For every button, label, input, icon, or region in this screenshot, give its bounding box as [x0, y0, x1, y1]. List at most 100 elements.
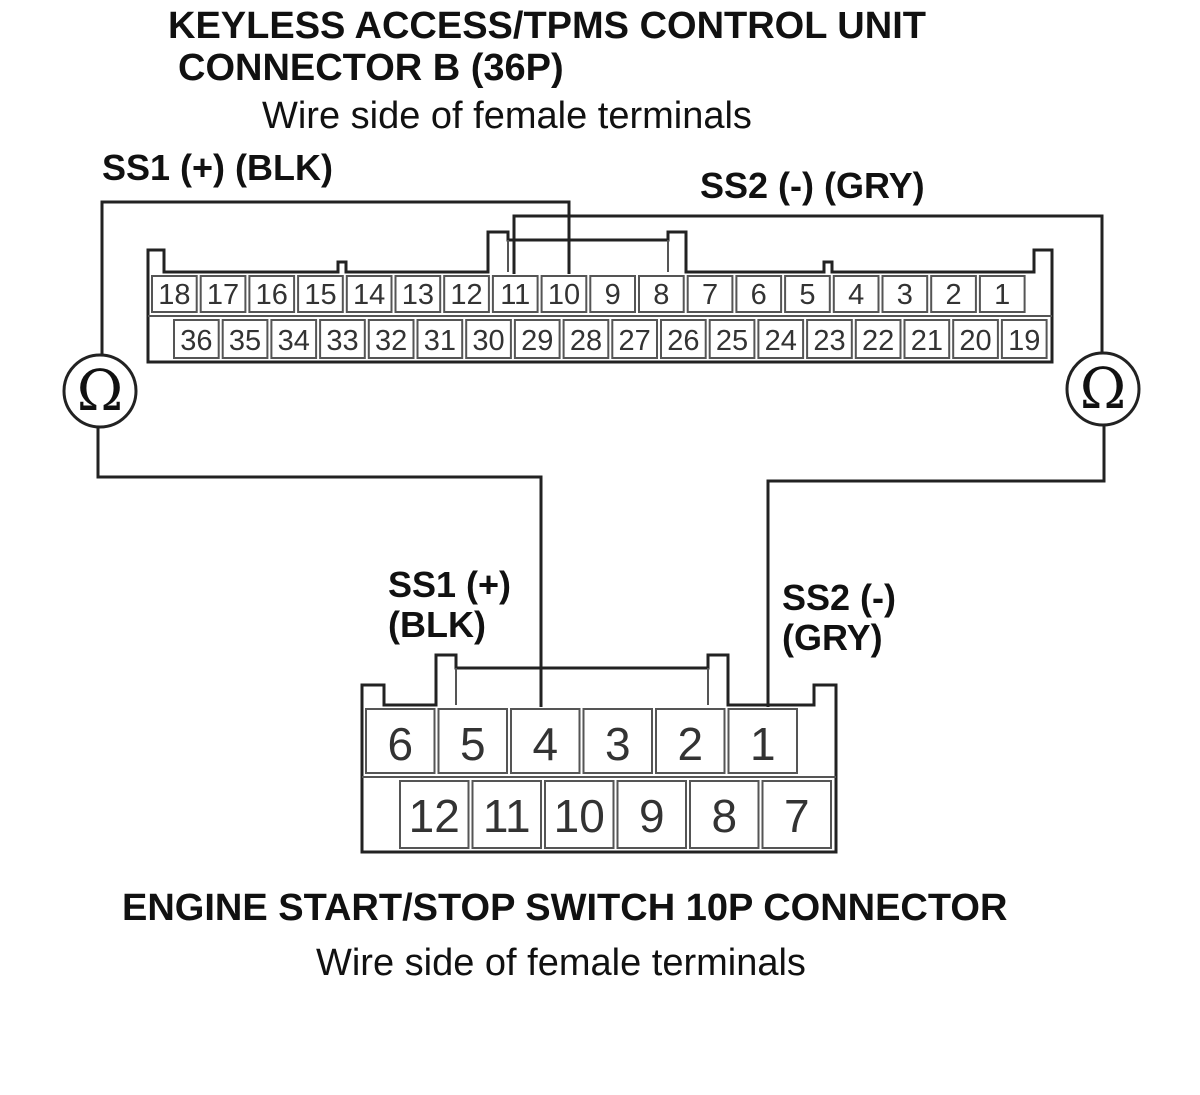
pin-number: 6 — [387, 718, 413, 770]
pin-cavity — [1000, 319, 1048, 359]
pin-number: 10 — [554, 790, 605, 842]
ss1-wire — [96, 200, 571, 707]
pin-cavity — [443, 275, 490, 313]
pin-number: 4 — [532, 718, 558, 770]
pin-number: 23 — [813, 325, 845, 357]
pin-number: 20 — [959, 325, 991, 357]
ss2-lower-label: SS2 (-) — [782, 577, 896, 618]
ohm-symbol: Ω — [77, 359, 123, 424]
pin-number: 17 — [207, 279, 239, 311]
pin-number: 12 — [409, 790, 460, 842]
pin-number: 2 — [677, 718, 703, 770]
ohm-symbol: Ω — [1080, 357, 1126, 422]
pin-cavity — [708, 319, 756, 359]
pin-cavity — [930, 275, 977, 313]
pin-number: 15 — [304, 279, 336, 311]
pin-cavity — [345, 275, 393, 313]
pin-number: 2 — [945, 279, 961, 311]
pin-cavity — [151, 275, 198, 313]
pin-cavity — [611, 319, 658, 359]
pin-cavity — [367, 319, 415, 359]
pin-cavity — [616, 780, 687, 849]
pin-cavity — [270, 319, 318, 359]
pin-cavity — [757, 319, 805, 359]
ss2-lower-label-line2: (GRY) — [782, 617, 883, 658]
pin-number: 9 — [639, 790, 665, 842]
pin-number: 26 — [667, 325, 699, 357]
pin-cavity — [173, 319, 220, 359]
pin-number: 29 — [521, 325, 553, 357]
pin-cavity — [735, 275, 783, 313]
pin-number: 24 — [765, 325, 797, 357]
pin-number: 5 — [799, 279, 815, 311]
ss1-lower-label: SS1 (+) — [388, 564, 511, 605]
pin-number: 3 — [897, 279, 913, 311]
pin-number: 36 — [180, 325, 212, 357]
ss2-wire — [512, 214, 1106, 707]
pin-number: 16 — [256, 279, 288, 311]
pin-number: 32 — [375, 325, 407, 357]
pin-cavity — [544, 780, 615, 849]
pin-number: 8 — [711, 790, 737, 842]
pin-number: 31 — [424, 325, 456, 357]
pin-cavity — [319, 319, 366, 359]
pin-cavity — [562, 319, 610, 359]
pin-number: 28 — [570, 325, 602, 357]
pin-cavity — [471, 780, 542, 849]
pin-number: 12 — [450, 279, 482, 311]
pin-cavity — [881, 275, 929, 313]
pin-cavity — [491, 275, 539, 313]
pin-cavity — [638, 275, 685, 313]
pin-cavity — [540, 275, 588, 313]
pin-cavity — [686, 275, 734, 313]
pin-cavity — [978, 275, 1026, 313]
right-ohmmeter: Ω — [1065, 351, 1141, 427]
pin-number: 35 — [229, 325, 261, 357]
pin-cavity — [582, 708, 653, 774]
upper-connector-cells — [151, 275, 1048, 359]
pin-cavity — [832, 275, 880, 313]
pin-number: 19 — [1008, 325, 1040, 357]
pin-cavity — [399, 780, 470, 849]
pin-number: 33 — [326, 325, 358, 357]
pin-number: 10 — [548, 279, 580, 311]
pin-number: 1 — [994, 279, 1010, 311]
pin-number: 21 — [911, 325, 943, 357]
pin-number: 14 — [353, 279, 385, 311]
pin-number: 5 — [460, 718, 486, 770]
pin-cavity — [465, 319, 512, 359]
pin-cavity — [689, 780, 760, 849]
upper-connector-title-line2: CONNECTOR B (36P) — [178, 47, 564, 89]
pin-cavity — [437, 708, 508, 774]
lower-connector-cells — [365, 708, 832, 849]
pin-number: 3 — [605, 718, 631, 770]
ohm-meter-icon — [1065, 351, 1141, 427]
pin-cavity — [394, 275, 442, 313]
pin-number: 27 — [619, 325, 651, 357]
pin-cavity — [365, 708, 436, 774]
pin-number: 7 — [702, 279, 718, 311]
pin-number: 18 — [158, 279, 190, 311]
pin-cavity — [199, 275, 247, 313]
pin-number: 25 — [716, 325, 748, 357]
pin-cavity — [513, 319, 561, 359]
pin-number: 13 — [402, 279, 434, 311]
pin-cavity — [784, 275, 831, 313]
pin-number: 1 — [750, 718, 776, 770]
pin-cavity — [660, 319, 707, 359]
left-ohmmeter: Ω — [62, 353, 138, 429]
pin-number: 11 — [500, 279, 530, 311]
pin-cavity — [655, 708, 726, 774]
pin-number: 6 — [751, 279, 767, 311]
pin-cavity — [510, 708, 581, 774]
upper-connector-subtitle: Wire side of female terminals — [262, 95, 752, 137]
pin-number: 22 — [862, 325, 894, 357]
pin-number: 4 — [848, 279, 864, 311]
pin-cavity — [854, 319, 902, 359]
pin-cavity — [589, 275, 636, 313]
pin-cavity — [248, 275, 296, 313]
